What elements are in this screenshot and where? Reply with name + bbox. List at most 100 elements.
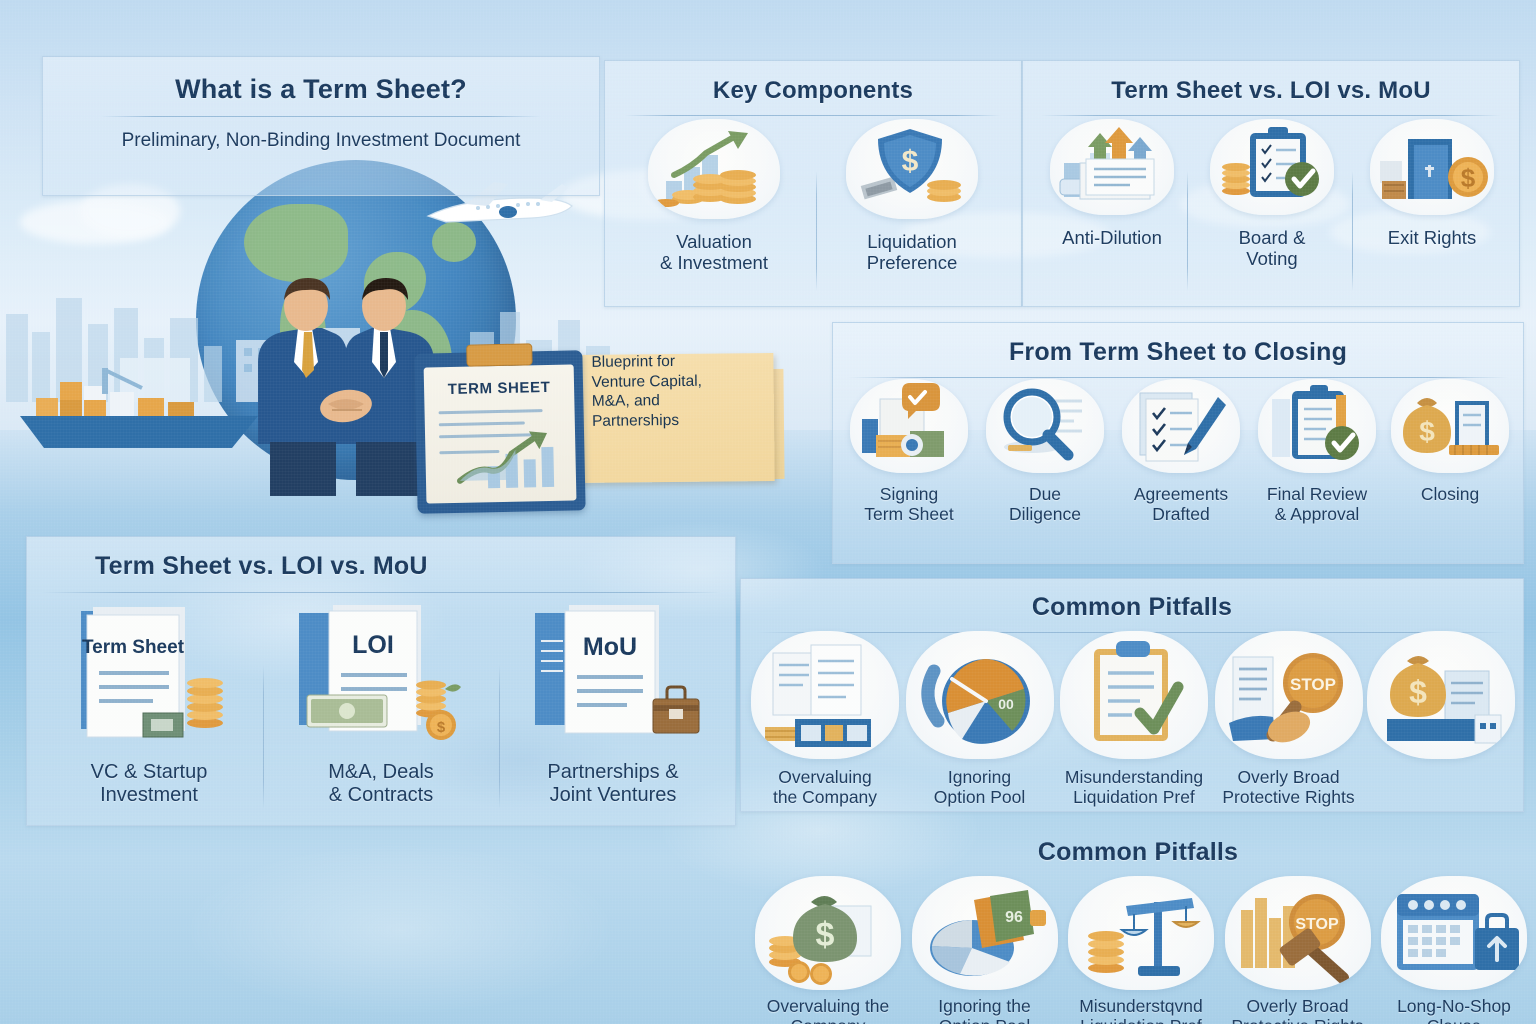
money-bag-book-icon: $	[1391, 379, 1509, 473]
svg-text:$: $	[902, 145, 919, 178]
svg-text:$: $	[437, 719, 446, 736]
clipboard-approved-icon	[1258, 379, 1376, 473]
closing-step-due-diligence[interactable]: Due Diligence	[977, 379, 1113, 525]
comparison-item-anti-dilution-label: Anti-Dilution	[1062, 227, 1162, 248]
scales-coins-icon	[1068, 876, 1214, 990]
comparison-top-panel: Term Sheet vs. LOI vs. MoU	[1022, 60, 1520, 307]
closing-process-panel: From Term Sheet to Closing	[832, 322, 1524, 564]
svg-text:96: 96	[1005, 909, 1023, 926]
pitfall-option-pool-label: Ignoring Option Pool	[933, 767, 1026, 808]
pitfalls-lower-title: Common Pitfalls	[1037, 838, 1239, 866]
closing-step-closing-label: Closing	[1420, 484, 1480, 504]
comparison-top-title: Term Sheet vs. LOI vs. MoU	[1111, 77, 1431, 104]
comparison-bottom-title: Term Sheet vs. LOI vs. MoU	[95, 552, 428, 580]
doc-label-mou: MoU	[583, 633, 637, 661]
clipboard-check-coins-icon	[1210, 119, 1334, 215]
pitfall2-no-shop-clause[interactable]: Long-No-Shop Clause	[1376, 876, 1532, 1024]
svg-text:$: $	[816, 916, 835, 954]
comparison-bottom-panel: Term Sheet vs. LOI vs. MoU Term Sheet	[26, 536, 736, 826]
hero-subtitle: Preliminary, Non-Binding Investment Docu…	[121, 130, 521, 151]
pitfall-overvaluing-label: Overvaluing the Company	[772, 767, 878, 808]
pitfall-liquidation-pref-label: Misunderstanding Liquidation Pref	[1064, 767, 1204, 808]
pitfalls-lower-panel: Common Pitfalls $	[740, 820, 1536, 1024]
loi-doc-cash-icon: LOI	[281, 601, 481, 753]
growth-arrow-icon	[457, 431, 548, 484]
closing-step-signing[interactable]: Signing Term Sheet	[841, 379, 977, 525]
pitfalls-upper-title: Common Pitfalls	[1031, 593, 1233, 621]
doc-label-term-sheet: Term Sheet	[82, 637, 185, 658]
term-sheet-title: TERM SHEET	[447, 378, 551, 399]
closing-step-final-review-label: Final Review & Approval	[1266, 484, 1368, 525]
key-component-valuation[interactable]: Valuation & Investment	[623, 119, 805, 274]
key-component-liquidation-label: Liquidation Preference	[866, 231, 958, 274]
pitfall-overvaluing[interactable]: Overvaluing the Company	[749, 631, 901, 808]
pitfall2-protective-rights[interactable]: STOP Overly Broad Protective Rights	[1220, 876, 1376, 1024]
comparison-item-board-voting-label: Board & Voting	[1238, 227, 1306, 270]
key-component-valuation-label: Valuation & Investment	[660, 231, 768, 274]
doc-type-mou[interactable]: MoU Partnerships & Joint	[499, 601, 727, 807]
comparison-item-anti-dilution[interactable]: Anti-Dilution	[1033, 119, 1191, 248]
closing-process-title: From Term Sheet to Closing	[1008, 338, 1348, 366]
closing-step-agreements-label: Agreements Drafted	[1133, 484, 1229, 525]
cargo-ship-icon	[20, 368, 258, 448]
hero-title: What is a Term Sheet?	[175, 74, 467, 104]
comparison-item-exit-rights[interactable]: $ Exit Rights	[1353, 119, 1511, 248]
arrows-documents-icon	[1050, 119, 1174, 215]
key-component-liquidation[interactable]: $ Liquidation Preference	[821, 119, 1003, 274]
pitfall-money-bag-unlabeled[interactable]: $	[1367, 631, 1515, 767]
pitfall-protective-rights-label: Overly Broad Protective Rights	[1222, 767, 1355, 808]
clipboard-clip	[466, 343, 533, 367]
key-components-title: Key Components	[712, 77, 914, 104]
pitfall2-protective-rights-label: Overly Broad Protective Rights	[1231, 996, 1363, 1024]
svg-text:$: $	[1409, 674, 1427, 710]
door-dollar-coin-icon: $	[1370, 119, 1494, 215]
money-bag-coins-icon: $	[755, 876, 901, 990]
closing-step-closing[interactable]: $ Closing	[1385, 379, 1515, 504]
svg-text:$: $	[1461, 163, 1476, 193]
pitfalls-upper-panel: Common Pitfalls	[740, 578, 1524, 812]
pitfall-option-pool[interactable]: 00 Ignoring Option Pool	[904, 631, 1056, 808]
airplane-icon	[426, 182, 573, 223]
closing-step-agreements[interactable]: Agreements Drafted	[1113, 379, 1249, 525]
money-bag-scale-icon: $	[1367, 631, 1515, 759]
term-sheet-doc-coins-icon: Term Sheet	[49, 601, 249, 753]
pitfall2-overvaluing[interactable]: $ Overvaluing the Company	[750, 876, 906, 1024]
svg-text:STOP: STOP	[1295, 916, 1339, 933]
doc-type-mou-label: Partnerships & Joint Ventures	[547, 761, 679, 807]
pitfall2-liquidation-pref[interactable]: Misunderstqvnd Liquidation Pref	[1063, 876, 1219, 1024]
doc-type-loi[interactable]: LOI	[267, 601, 495, 807]
pitfall2-liquidation-pref-label: Misunderstqvnd Liquidation Pref	[1079, 996, 1203, 1024]
coins-growth-chart-icon	[648, 119, 780, 219]
sticky-note: Blueprint for Venture Capital, M&A, and …	[577, 351, 775, 484]
pitfall-protective-rights[interactable]: STOP Overly Broad Protective Rights	[1213, 631, 1365, 808]
doc-type-term-sheet[interactable]: Term Sheet VC & Startup	[35, 601, 263, 807]
calendar-briefcase-icon	[1381, 876, 1527, 990]
key-components-panel: Key Components	[604, 60, 1022, 307]
signed-document-check-icon	[850, 379, 968, 473]
documents-stack-icon	[751, 631, 899, 759]
sticky-line-2: Venture Capital,	[591, 372, 702, 391]
svg-text:STOP: STOP	[1290, 675, 1336, 694]
clipboard-page: TERM SHEET	[423, 364, 577, 504]
hero-panel: What is a Term Sheet? Preliminary, Non-B…	[42, 56, 600, 196]
stop-gavel-icon: STOP	[1224, 876, 1371, 990]
pie-chart-tablet-icon: 96	[911, 876, 1058, 990]
mou-doc-briefcase-icon: MoU	[513, 601, 713, 753]
pie-chart-icon: 00	[905, 631, 1054, 759]
doc-type-loi-label: M&A, Deals & Contracts	[328, 761, 434, 807]
shield-dollar-icon: $	[846, 119, 978, 219]
checklist-pen-icon	[1122, 379, 1240, 473]
svg-text:$: $	[1419, 416, 1435, 447]
comparison-item-board-voting[interactable]: Board & Voting	[1193, 119, 1351, 270]
pitfall-liquidation-pref[interactable]: Misunderstanding Liquidation Pref	[1058, 631, 1210, 808]
pitfall2-option-pool-label: Ignoring the Option Pool	[938, 996, 1031, 1024]
doc-label-loi: LOI	[352, 631, 394, 659]
pitfall2-option-pool[interactable]: 96 Ignoring the Option Pool	[907, 876, 1063, 1024]
sticky-line-4: Partnerships	[591, 411, 680, 430]
closing-step-final-review[interactable]: Final Review & Approval	[1249, 379, 1385, 525]
pitfall2-overvaluing-label: Overvaluing the Company	[766, 996, 890, 1024]
closing-step-signing-label: Signing Term Sheet	[864, 484, 954, 525]
svg-text:00: 00	[998, 696, 1014, 712]
sticky-note-text: Blueprint for Venture Capital, M&A, and …	[577, 351, 774, 431]
